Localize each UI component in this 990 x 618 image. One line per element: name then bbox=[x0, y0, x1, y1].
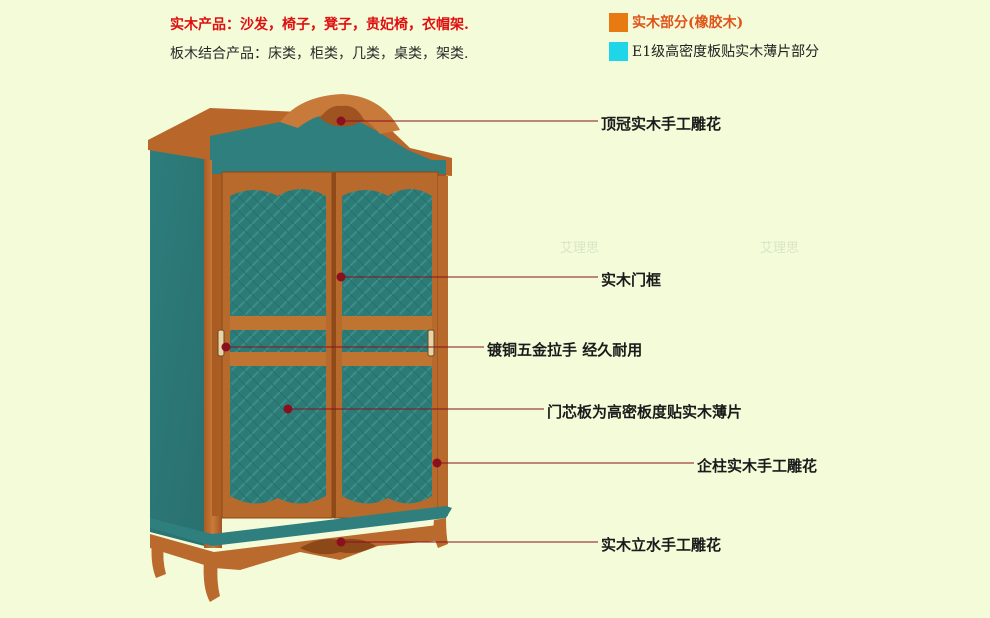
callout-lines bbox=[226, 120, 694, 543]
leg-front-left bbox=[203, 560, 220, 602]
base-carving bbox=[300, 538, 376, 555]
right-handle-icon bbox=[427, 329, 435, 357]
base-apron bbox=[150, 524, 446, 570]
marker-door-panel bbox=[283, 404, 293, 414]
crown-arch bbox=[280, 94, 400, 134]
callout-label-handle: 镀铜五金拉手 经久耐用 bbox=[487, 341, 643, 359]
left-door-lower-panel bbox=[230, 366, 326, 504]
callout-label-door-panel: 门芯板为高密板度贴实木薄片 bbox=[547, 403, 743, 421]
callout-label-door-frame: 实木门框 bbox=[601, 271, 662, 289]
legend-label-veneer-board: E1级高密度板贴实木薄片部分 bbox=[632, 44, 820, 60]
right-pilaster bbox=[438, 176, 448, 516]
right-door-middle-panel bbox=[342, 330, 432, 352]
left-door-upper-panel bbox=[230, 178, 326, 316]
leg-back-left bbox=[151, 540, 166, 578]
frame-top-band bbox=[212, 160, 446, 174]
leg-right bbox=[433, 518, 448, 548]
legend-swatch-orange bbox=[609, 12, 628, 32]
cabinet-side-panel bbox=[150, 150, 212, 548]
right-door-upper-panel bbox=[342, 178, 432, 316]
legend-veneer-board: E1级高密度板贴实木薄片部分 bbox=[609, 41, 819, 61]
callout-markers bbox=[221, 116, 442, 547]
left-door-middle-panel bbox=[230, 330, 326, 352]
watermark-6: 艾理思 bbox=[760, 241, 799, 256]
marker-door-frame bbox=[336, 272, 346, 282]
left-door-rail-2 bbox=[230, 352, 326, 366]
marker-crown bbox=[336, 116, 346, 126]
marker-pilaster bbox=[432, 458, 442, 468]
marker-handle bbox=[221, 342, 231, 352]
marker-base bbox=[336, 537, 346, 547]
callout-label-crown: 顶冠实木手工雕花 bbox=[601, 115, 722, 133]
right-door-upper-arch bbox=[342, 178, 432, 196]
panel-wood-products-text: 板木结合产品：床类，柜类，几类，桌类，架类. bbox=[170, 46, 469, 62]
callout-label-pilaster: 企柱实木手工雕花 bbox=[697, 457, 818, 475]
right-door-rail bbox=[342, 316, 432, 330]
left-door-upper-arch bbox=[230, 178, 326, 196]
watermark-5: 艾理思 bbox=[560, 241, 599, 256]
callout-label-base: 实木立水手工雕花 bbox=[601, 536, 722, 554]
left-handle-icon bbox=[217, 329, 225, 357]
solid-wood-products-text: 实木产品：沙发，椅子，凳子，贵妃椅，衣帽架. bbox=[170, 17, 469, 33]
legend-label-solid-wood: 实木部分(橡胶木) bbox=[632, 15, 744, 31]
base-teal-band bbox=[150, 506, 452, 546]
legend-solid-wood: 实木部分(橡胶木) bbox=[609, 12, 743, 32]
right-door-lower-panel bbox=[342, 366, 432, 504]
legend-swatch-cyan bbox=[609, 41, 628, 61]
right-door-rail-2 bbox=[342, 352, 432, 366]
center-stile bbox=[332, 172, 336, 518]
left-door-rail bbox=[230, 316, 326, 330]
